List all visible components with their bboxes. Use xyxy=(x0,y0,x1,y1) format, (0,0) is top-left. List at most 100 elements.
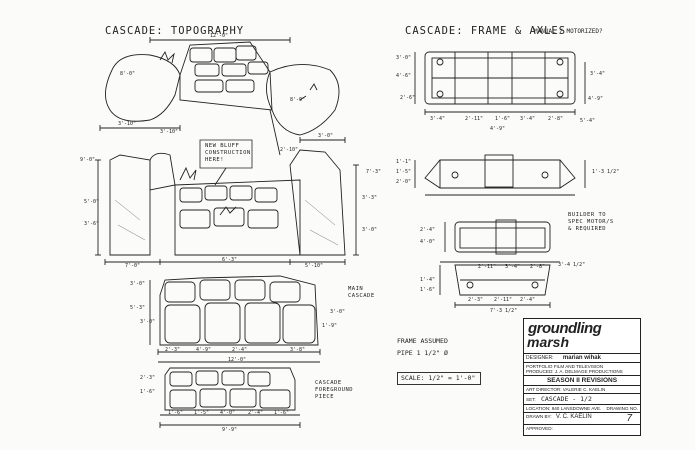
dim-label: 1'-6" xyxy=(140,389,156,395)
dim-label: 4'-9" xyxy=(196,347,212,353)
dim-label: 5'-4" xyxy=(580,118,596,124)
dim-label: 3'-8" xyxy=(290,347,306,353)
dim-label: 7'-0" xyxy=(125,263,141,269)
dim-label: 2'-10" xyxy=(280,147,299,153)
scale-label: SCALE: 1/2" = 1'-0" xyxy=(401,374,476,382)
dim-label: 3'-10" xyxy=(118,121,137,127)
dim-label: 3'-10" xyxy=(160,129,179,135)
season-row: SEASON II REVISIONS xyxy=(524,376,640,386)
dim-label: 1'-9" xyxy=(322,323,338,329)
dim-label: 3'-3" xyxy=(362,195,378,201)
dim-label: 1'-3 1/2" xyxy=(592,169,620,175)
frame-side-view xyxy=(414,154,586,196)
dim-label: 2'-8" xyxy=(548,116,564,122)
dim-label: 8'-0" xyxy=(120,71,136,77)
pipe-size-note: PIPE 1 1/2" Ø xyxy=(397,349,448,357)
dim-label: 2'-6" xyxy=(400,95,416,101)
title-block: groundling marsh DESIGNER: marian wihak … xyxy=(523,318,641,436)
drawn-by-name: V. C. KAELIN xyxy=(555,414,592,420)
set-label: SET: xyxy=(526,397,536,402)
dim-label: 4'-9" xyxy=(588,96,604,102)
produced-text: PRODUCED: J. A. DELMAGE PRODUCTIONS xyxy=(526,369,623,374)
dim-label: 2'-11" xyxy=(478,264,497,270)
dim-label: 4'-9" xyxy=(490,126,506,132)
dim-label: 2'-8" xyxy=(530,264,546,270)
logo-line-1: groundling xyxy=(528,320,602,337)
dim-label: 2'-11" xyxy=(465,116,484,122)
logo-line-2: marsh xyxy=(527,334,570,350)
set-row: SET: CASCADE - 1/2 xyxy=(524,394,640,405)
dim-label: 1'-1" xyxy=(396,159,412,165)
foreground-piece-elevation xyxy=(159,367,301,428)
dim-label: 3'-4 1/2" xyxy=(558,262,586,268)
dim-label: 1'-6" xyxy=(274,410,290,416)
foreground-piece-note: CASCADE FOREGROUND PIECE xyxy=(315,380,354,401)
scale-box: SCALE: 1/2" = 1'-0" xyxy=(397,372,481,385)
dim-label: 2'-3" xyxy=(468,297,484,303)
dim-label: 1'-6" xyxy=(495,116,511,122)
frame-assumed-note: FRAME ASSUMED xyxy=(397,337,448,345)
frame-axles-title: CASCADE: FRAME & AXLES xyxy=(405,25,567,37)
dim-label: 2'-0" xyxy=(396,179,412,185)
dim-label: 3'-0" xyxy=(318,133,334,139)
bluff-note: NEW BLUFF CONSTRUCTION HERE! xyxy=(205,143,251,164)
designer-label: DESIGNER: xyxy=(526,355,554,361)
dim-label: 4'-0" xyxy=(420,239,436,245)
dim-label: 5'-3" xyxy=(130,305,146,311)
production-row: PORTFOLIO FILM AND TELEVISION PRODUCED: … xyxy=(524,363,640,376)
topography-title: CASCADE: TOPOGRAPHY xyxy=(105,25,245,37)
dim-label: 3'-6" xyxy=(84,221,100,227)
dim-label: 3'-4" xyxy=(590,71,606,77)
dim-label: 3'-0" xyxy=(362,227,378,233)
dim-label: 2'-4" xyxy=(248,410,264,416)
dim-label: 2'-4" xyxy=(420,227,436,233)
dim-label: 1'-6" xyxy=(420,287,436,293)
dim-label: 7'-3" xyxy=(366,169,382,175)
dim-label: 3'-0" xyxy=(130,281,146,287)
topo-plan-view xyxy=(99,37,346,186)
dim-label: 8'-0" xyxy=(290,97,306,103)
dim-label: 2'-3" xyxy=(165,347,181,353)
builder-note: BUILDER TO SPEC MOTOR/S & REQUIRED xyxy=(568,212,614,233)
dim-label: 1'-4" xyxy=(420,277,436,283)
dim-label: 12'-0" xyxy=(210,33,229,39)
dim-label: 7'-3 1/2" xyxy=(490,308,518,314)
topo-front-elevation xyxy=(95,149,359,265)
dim-label: 1'-5" xyxy=(194,410,210,416)
designer-name: marian wihak xyxy=(562,355,601,361)
dim-label: 2'-4" xyxy=(520,297,536,303)
dim-label: 3'-4" xyxy=(430,116,446,122)
dim-label: 4'-6" xyxy=(396,73,412,79)
set-name: CASCADE - 1/2 xyxy=(540,395,592,403)
dim-label: 3'-0" xyxy=(396,55,412,61)
drawn-by-row: DRAWN BY: V. C. KAELIN 7 xyxy=(524,413,640,425)
drawn-by-label: DRAWN BY: xyxy=(526,414,552,419)
company-logo: groundling marsh xyxy=(524,319,640,354)
drawing-number: 7 xyxy=(626,413,632,424)
location-text: LOCATION: 940 LANSDOWNE AVE. xyxy=(526,406,602,411)
dim-label: 9'-9" xyxy=(222,427,238,433)
dim-label: 12'-0" xyxy=(228,357,247,363)
frame-plan-view xyxy=(414,51,586,115)
dim-label: 2'-4" xyxy=(232,347,248,353)
dim-label: 6'-3" xyxy=(222,257,238,263)
dim-label: 9'-0" xyxy=(80,157,96,163)
drawing-no-label: DRAWING NO. xyxy=(606,406,638,411)
location-row: LOCATION: 940 LANSDOWNE AVE. DRAWING NO. xyxy=(524,405,640,413)
dim-label: 2'-3" xyxy=(140,375,156,381)
dim-label: 3'-4" xyxy=(520,116,536,122)
approved-row: APPROVED: xyxy=(526,426,553,431)
dim-label: 3'-0" xyxy=(140,319,156,325)
dim-label: 1'-5" xyxy=(396,169,412,175)
main-cascade-note: MAIN CASCADE xyxy=(348,286,375,300)
art-director-row: ART DIRECTOR: VALERIE C. KAELIN xyxy=(524,386,640,394)
frame-lower-view xyxy=(439,219,560,308)
main-cascade-elevation xyxy=(149,275,321,363)
designer-row: DESIGNER: marian wihak xyxy=(524,354,640,363)
portfolio-text: PORTFOLIO FILM AND TELEVISION xyxy=(526,364,604,369)
frame-axles-note: MANUAL / MOTORIZED? xyxy=(534,28,603,35)
dim-label: 5'-10" xyxy=(305,263,324,269)
dim-label: 4'-0" xyxy=(220,410,236,416)
